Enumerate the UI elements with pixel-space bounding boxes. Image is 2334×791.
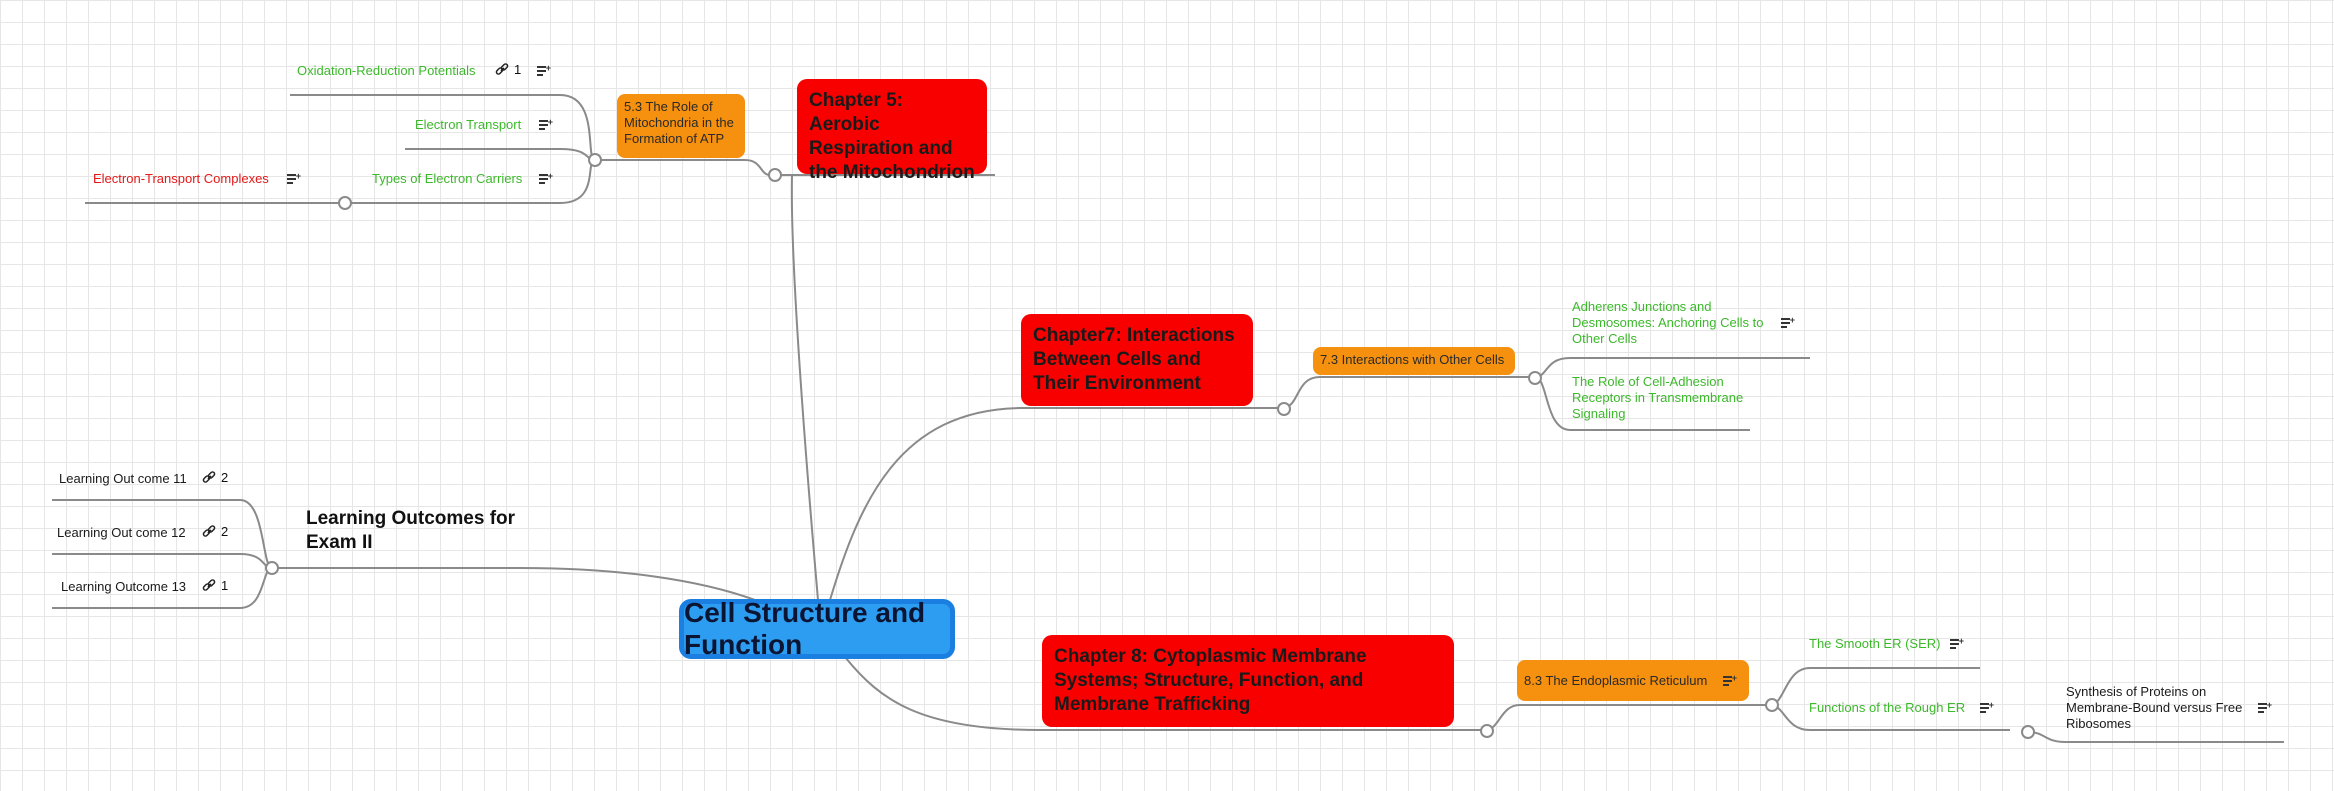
topic-smooth-er[interactable]: The Smooth ER (SER) [1809,636,1941,652]
attachment-link-lo11[interactable]: 2 [202,470,228,485]
learning-outcome-13[interactable]: Learning Outcome 13 [61,579,186,595]
collapse-toggle-chapter8[interactable] [1480,724,1494,738]
section53-label: 5.3 The Role of Mitochondria in the Form… [624,99,734,146]
collapse-toggle-outcomes[interactable] [265,561,279,575]
section83-node[interactable]: 8.3 The Endoplasmic Reticulum [1517,660,1749,701]
topic-smooth-er-label: The Smooth ER (SER) [1809,636,1941,651]
subtopic-synthesis-proteins[interactable]: Synthesis of Proteins on Membrane-Bound … [2066,684,2256,732]
link-icon [202,578,216,591]
topic-adherens-junctions-label: Adherens Junctions and Desmosomes: Ancho… [1572,299,1764,346]
topic-electron-transport[interactable]: Electron Transport [415,117,521,133]
chapter8-label: Chapter 8: Cytoplasmic Membrane Systems;… [1054,646,1367,715]
collapse-toggle-chapter7[interactable] [1277,402,1291,416]
attachment-link-lo13[interactable]: 1 [202,578,228,593]
collapse-toggle-electron-carriers[interactable] [338,196,352,210]
link-icon [495,62,509,75]
learning-outcome-12[interactable]: Learning Out come 12 [57,525,186,541]
central-topic-label: Cell Structure and Function [684,597,926,660]
topic-types-electron-carriers-label: Types of Electron Carriers [372,171,523,186]
link-count: 1 [514,62,522,77]
topic-types-electron-carriers[interactable]: Types of Electron Carriers [372,171,522,187]
topic-oxidation-reduction[interactable]: Oxidation-Reduction Potentials [297,63,476,79]
chapter7-label: Chapter7: Interactions Between Cells and… [1033,325,1235,394]
topic-adherens-junctions[interactable]: Adherens Junctions and Desmosomes: Ancho… [1572,299,1782,347]
notes-icon[interactable]: + [539,172,553,185]
learning-outcome-13-label: Learning Outcome 13 [61,579,187,594]
collapse-toggle-section53[interactable] [588,153,602,167]
link-icon [202,524,216,537]
section73-label: 7.3 Interactions with Other Cells [1320,352,1505,367]
learning-outcomes-label: Learning Outcomes for Exam II [306,508,516,553]
notes-icon[interactable]: + [539,118,553,131]
topic-functions-rough-er-label: Functions of the Rough ER [1809,700,1966,715]
learning-outcome-11[interactable]: Learning Out come 11 [59,471,187,487]
notes-icon[interactable]: + [2258,701,2272,714]
link-icon [202,470,216,483]
topic-electron-transport-label: Electron Transport [415,117,522,132]
notes-icon[interactable]: + [1723,674,1737,687]
subtopic-electron-transport-complexes[interactable]: Electron-Transport Complexes [93,171,269,187]
notes-icon[interactable]: + [287,172,301,185]
chapter7-node[interactable]: Chapter7: Interactions Between Cells and… [1021,314,1253,406]
section53-node[interactable]: 5.3 The Role of Mitochondria in the Form… [617,94,745,158]
learning-outcomes-node[interactable]: Learning Outcomes for Exam II [306,507,526,555]
collapse-toggle-chapter5[interactable] [768,168,782,182]
topic-cell-adhesion-receptors[interactable]: The Role of Cell-Adhesion Receptors in T… [1572,374,1752,422]
section73-node[interactable]: 7.3 Interactions with Other Cells [1313,347,1515,375]
collapse-toggle-section83[interactable] [1765,698,1779,712]
notes-icon[interactable]: + [1980,701,1994,714]
learning-outcome-11-label: Learning Out come 11 [59,471,187,486]
attachment-link-oxidation[interactable]: 1 [495,62,521,77]
topic-oxidation-reduction-label: Oxidation-Reduction Potentials [297,63,476,78]
collapse-toggle-section73[interactable] [1528,371,1542,385]
central-topic[interactable]: Cell Structure and Function [679,597,955,660]
subtopic-synthesis-proteins-label: Synthesis of Proteins on Membrane-Bound … [2066,684,2243,731]
chapter5-node[interactable]: Chapter 5: Aerobic Respiration and the M… [797,79,987,183]
notes-icon[interactable]: + [1950,637,1964,650]
collapse-toggle-rough-er[interactable] [2021,725,2035,739]
link-count: 1 [221,578,229,593]
notes-icon[interactable]: + [537,64,551,77]
topic-functions-rough-er[interactable]: Functions of the Rough ER [1809,700,1965,716]
chapter8-node[interactable]: Chapter 8: Cytoplasmic Membrane Systems;… [1042,635,1454,727]
topic-cell-adhesion-receptors-label: The Role of Cell-Adhesion Receptors in T… [1572,374,1744,421]
section83-label: 8.3 The Endoplasmic Reticulum [1524,672,1708,688]
attachment-link-lo12[interactable]: 2 [202,524,228,539]
notes-icon[interactable]: + [1781,316,1795,329]
learning-outcome-12-label: Learning Out come 12 [57,525,186,540]
subtopic-electron-transport-complexes-label: Electron-Transport Complexes [93,171,269,186]
link-count: 2 [221,524,229,539]
link-count: 2 [221,470,229,485]
chapter5-label: Chapter 5: Aerobic Respiration and the M… [809,90,975,183]
